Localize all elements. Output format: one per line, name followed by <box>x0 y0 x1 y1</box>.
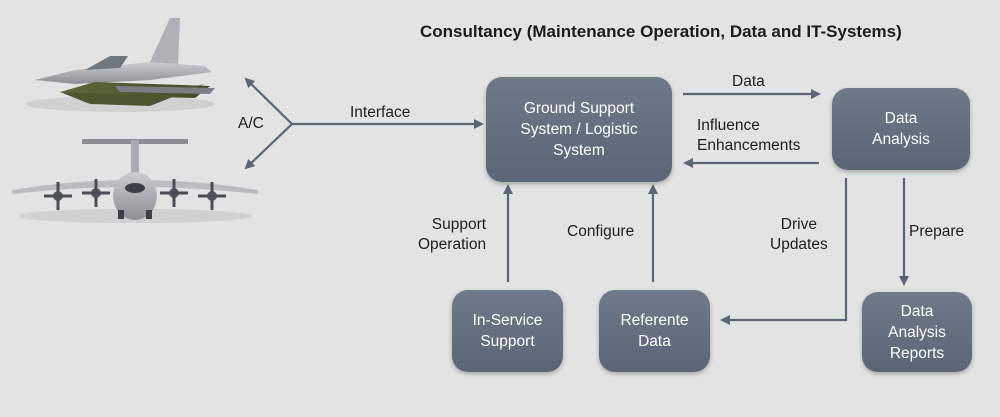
in-service-support-node: In-Service Support <box>452 290 563 372</box>
configure-label: Configure <box>567 223 635 240</box>
in-service-support-label: In-Service Support <box>472 312 543 350</box>
data-analysis-node: Data Analysis <box>832 88 970 170</box>
fighter-jet-icon <box>25 18 215 112</box>
ac-split-connector <box>244 77 484 170</box>
data-label: Data <box>732 73 765 90</box>
prepare-label: Prepare <box>909 223 965 240</box>
ac-label: A/C <box>238 115 264 132</box>
data-analysis-reports-node: Data Analysis Reports <box>862 292 972 372</box>
influence-label: Influence Enhancements <box>697 117 801 154</box>
support-operation-label: Support Operation <box>418 216 487 253</box>
interface-label: Interface <box>350 104 411 121</box>
ground-support-system-node: Ground Support System / Logistic System <box>486 77 672 182</box>
referente-data-node: Referente Data <box>599 290 710 372</box>
diagram-title: Consultancy (Maintenance Operation, Data… <box>420 22 902 41</box>
data-analysis-label: Data Analysis <box>872 110 930 148</box>
data-analysis-reports-label: Data Analysis Reports <box>888 302 946 362</box>
referente-data-label: Referente Data <box>620 312 689 350</box>
ground-support-system-label: Ground Support System / Logistic System <box>520 100 638 159</box>
transport-aircraft-icon <box>12 139 258 223</box>
drive-updates-label: Drive Updates <box>770 216 828 253</box>
drive-updates-arrow <box>720 178 848 325</box>
